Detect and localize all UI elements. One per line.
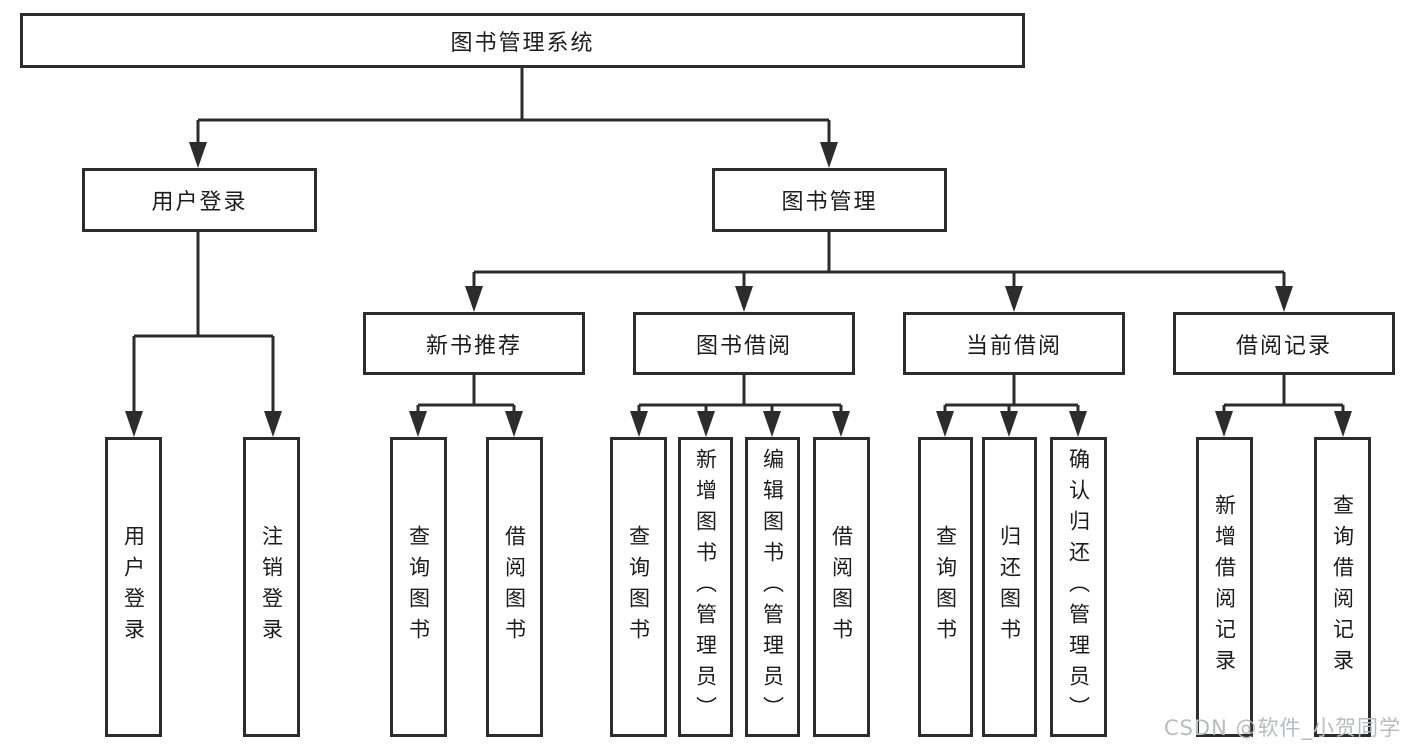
arrowhead-icon [630,411,648,437]
node-new-book-recommend-label: 新书推荐 [425,333,522,359]
leaf-borrow-books: 借阅图书 [813,437,870,737]
leaf-edit-books-admin: 编辑图书（管理员） [745,437,800,737]
leaf-query-borrow-record: 查询借阅记录 [1314,437,1371,737]
arrowhead-icon [1215,411,1233,437]
arrowhead-icon [125,411,143,437]
node-borrow-records: 借阅记录 [1173,312,1395,375]
connector [472,232,1286,308]
leaf-logout: 注销登录 [243,437,300,737]
leaf-confirm-return-admin: 确认归还（管理员） [1050,437,1107,737]
node-book-borrow: 图书借阅 [633,312,855,375]
leaf-borrow-books-recommend-label: 借阅图书 [502,525,527,649]
node-user-login: 用户登录 [82,168,317,232]
leaf-add-borrow-record: 新增借阅记录 [1196,437,1253,737]
leaf-borrow-books-recommend: 借阅图书 [486,437,543,737]
node-new-book-recommend: 新书推荐 [363,312,585,375]
arrowhead-icon [465,286,483,312]
arrowhead-icon [189,142,207,168]
arrowhead-icon [1005,286,1023,312]
leaf-return-books: 归还图书 [982,437,1037,737]
arrowhead-icon [697,411,715,437]
connector [196,68,831,164]
arrowhead-icon [1334,411,1352,437]
leaf-user-login-label: 用户登录 [121,525,146,649]
leaf-query-books-recommend: 查询图书 [390,437,447,737]
leaf-user-login: 用户登录 [105,437,162,737]
node-book-borrow-label: 图书借阅 [695,333,792,359]
arrowhead-icon [264,411,282,437]
leaf-query-books-borrow: 查询图书 [610,437,667,737]
leaf-add-books-admin: 新增图书（管理员） [678,437,733,737]
leaf-query-books-borrow-label: 查询图书 [626,525,651,649]
connector [132,232,275,433]
leaf-query-books-recommend-label: 查询图书 [406,525,431,649]
arrowhead-icon [505,411,523,437]
arrowhead-icon [1275,286,1293,312]
csdn-watermark-text: CSDN @软件_小贺同学 [1163,716,1401,740]
leaf-logout-label: 注销登录 [259,525,284,649]
leaf-return-books-label: 归还图书 [997,525,1022,649]
arrowhead-icon [1069,411,1087,437]
arrowhead-icon [409,411,427,437]
leaf-query-books-current-label: 查询图书 [933,525,958,649]
arrowhead-icon [820,142,838,168]
node-current-borrow: 当前借阅 [903,312,1125,375]
csdn-watermark: CSDN @软件_小贺同学 [1164,712,1401,742]
node-book-management: 图书管理 [712,168,947,232]
node-root: 图书管理系统 [20,13,1025,68]
arrowhead-icon [763,411,781,437]
connector [416,375,516,433]
node-borrow-records-label: 借阅记录 [1235,333,1332,359]
arrowhead-icon [735,286,753,312]
leaf-query-books-current: 查询图书 [918,437,973,737]
leaf-confirm-return-admin-label: 确认归还（管理员） [1066,447,1091,727]
leaf-edit-books-admin-label: 编辑图书（管理员） [760,447,785,727]
node-user-login-label: 用户登录 [151,190,248,215]
node-current-borrow-label: 当前借阅 [965,333,1062,359]
connector [1222,375,1345,433]
leaf-add-books-admin-label: 新增图书（管理员） [693,447,718,727]
leaf-borrow-books-label: 借阅图书 [829,525,854,649]
node-root-label: 图书管理系统 [450,30,595,56]
arrowhead-icon [1000,411,1018,437]
arrowhead-icon [832,411,850,437]
arrowhead-icon [936,411,954,437]
node-book-management-label: 图书管理 [781,190,878,215]
leaf-query-borrow-record-label: 查询借阅记录 [1330,494,1355,680]
connector [637,375,843,433]
leaf-add-borrow-record-label: 新增借阅记录 [1212,494,1237,680]
